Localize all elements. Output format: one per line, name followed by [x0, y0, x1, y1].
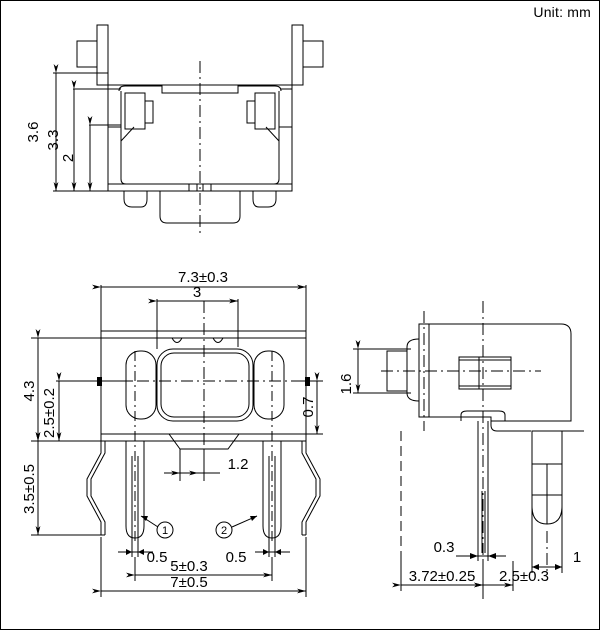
side-view-1-6-dimension: [353, 340, 411, 394]
dim-1-6: 1.6: [338, 374, 355, 395]
dim-3-5-0-5: 3.5±0.5: [21, 464, 38, 514]
dim-0-5-left: 0.5: [147, 549, 168, 566]
dim-1-2: 1.2: [228, 456, 249, 473]
dim-3-3: 3.3: [45, 130, 62, 151]
dim-2-5-0-2: 2.5±0.2: [41, 388, 58, 438]
dim-7-3: 7.3±0.3: [178, 269, 228, 286]
dim-5-0-3: 5±0.3: [170, 558, 207, 575]
dim-3: 3: [193, 284, 201, 301]
balloon-1-label: 1: [162, 525, 168, 537]
dim-2: 2: [60, 154, 77, 162]
dim-0-5-right: 0.5: [226, 549, 247, 566]
dim-4-3: 4.3: [21, 381, 38, 402]
front-view-left-dimensions: [31, 329, 131, 536]
dim-7-0-5: 7±0.5: [170, 574, 207, 591]
side-view-geometry: [381, 301, 584, 601]
dim-0-3: 0.3: [434, 539, 455, 556]
front-view-bottom-dimensions: [92, 531, 307, 597]
front-view-top-dimensions: [92, 284, 307, 349]
dim-2-5-0-3: 2.5±0.3: [499, 568, 549, 585]
top-view-dimensions: [53, 64, 121, 192]
dim-0-7: 0.7: [300, 397, 317, 418]
front-view-center-dimension: [164, 449, 220, 481]
top-view-geometry: [76, 24, 324, 233]
front-view-right-dimensions: [306, 372, 323, 435]
dim-1: 1: [573, 549, 581, 566]
front-view-balloons: [140, 515, 258, 539]
dim-3-72: 3.72±0.25: [409, 568, 476, 585]
unit-note: Unit: mm: [533, 4, 591, 20]
front-view-geometry: [86, 301, 321, 541]
side-view-bottom-dimensions: [392, 541, 563, 591]
balloon-2-label: 2: [221, 525, 227, 537]
dim-3-6: 3.6: [25, 122, 42, 143]
